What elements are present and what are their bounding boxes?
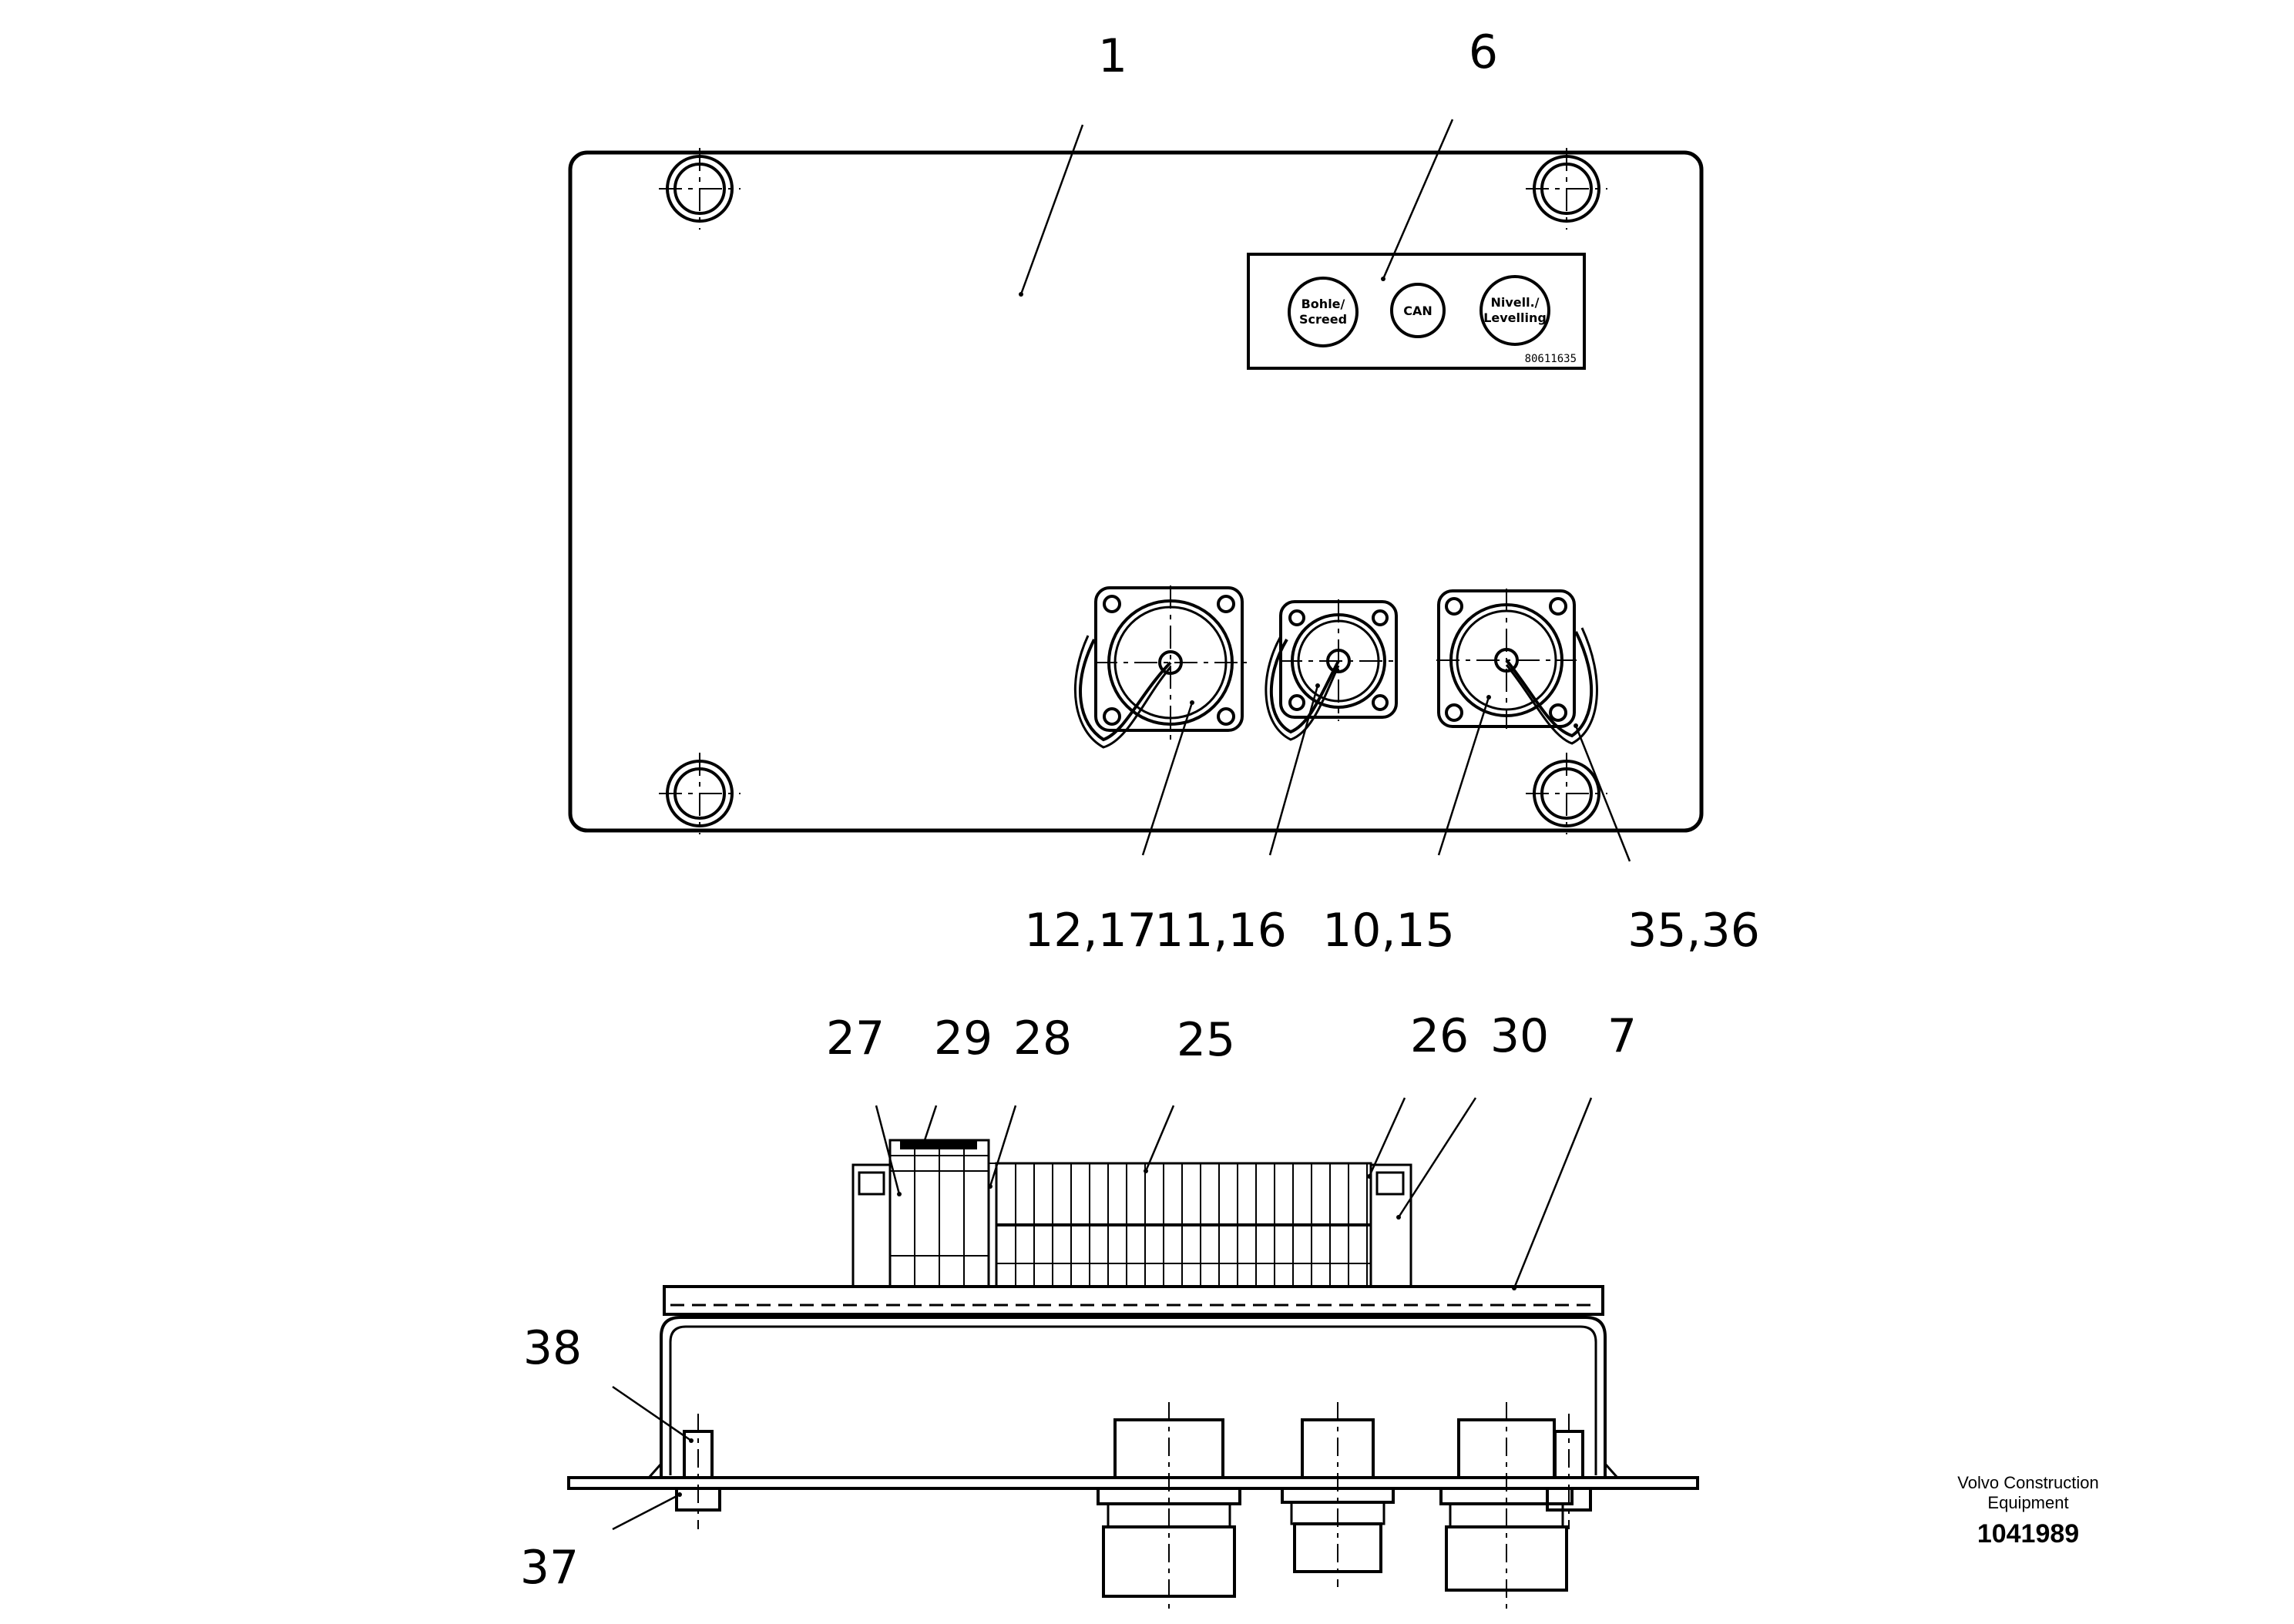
callout-38: 38 — [523, 1321, 582, 1375]
caption-company-line1: Volvo Construction — [1957, 1473, 2098, 1492]
connector-side-12-17 — [1097, 1402, 1241, 1614]
stud-left — [675, 1414, 721, 1529]
caption-drawing-number: 1041989 — [1977, 1519, 2079, 1549]
callout-25: 25 — [1177, 1013, 1235, 1067]
base-plate — [567, 1476, 1699, 1490]
callout-11-16: 11,16 — [1154, 904, 1287, 958]
callout-6: 6 — [1469, 25, 1498, 79]
mounting-hole-bottom-left — [659, 753, 741, 834]
callout-7: 7 — [1607, 1009, 1637, 1063]
connector-11-16 — [1265, 599, 1399, 741]
terminal-blocks — [851, 1139, 1412, 1288]
callout-10-15: 10,15 — [1322, 904, 1455, 958]
callout-29: 29 — [934, 1012, 992, 1065]
callout-35-36: 35,36 — [1627, 904, 1760, 958]
leader-lines-top — [1019, 119, 1631, 862]
caption-block: Volvo Construction Equipment 1041989 — [1957, 1473, 2098, 1549]
label-plate: Bohle/ Screed CAN Nivell./ Levelling 806… — [1247, 253, 1586, 370]
label-levelling-line1: Nivell./ — [1490, 295, 1539, 310]
callout-1: 1 — [1098, 29, 1127, 83]
leader-lines-side — [612, 1097, 1593, 1531]
mounting-hole-bottom-right — [1526, 753, 1607, 834]
caption-company-line2: Equipment — [1987, 1493, 2068, 1512]
label-screed-line2: Screed — [1299, 312, 1347, 327]
top-view: Bohle/ Screed CAN Nivell./ Levelling 806… — [568, 25, 1760, 958]
callout-28: 28 — [1013, 1012, 1072, 1065]
mounting-hole-top-left — [659, 148, 741, 230]
label-can: CAN — [1403, 304, 1432, 318]
label-levelling-line2: Levelling — [1483, 310, 1547, 325]
connector-side-11-16 — [1281, 1402, 1395, 1587]
callout-26: 26 — [1410, 1009, 1469, 1063]
callout-37: 37 — [520, 1541, 579, 1595]
mounting-hole-top-right — [1526, 148, 1607, 230]
label-part-code: 80611635 — [1525, 353, 1577, 365]
callout-30: 30 — [1490, 1009, 1549, 1063]
callout-27: 27 — [826, 1012, 885, 1065]
housing-plate — [568, 150, 1704, 833]
terminal-slats — [1015, 1163, 1368, 1287]
callout-12-17: 12,17 — [1024, 904, 1157, 958]
side-view: 27 29 28 25 26 30 7 38 37 — [520, 1009, 1699, 1614]
label-screed-line1: Bohle/ — [1302, 297, 1345, 311]
connector-12-17 — [1073, 586, 1247, 749]
mounting-bracket — [660, 1316, 1607, 1479]
din-rail-plate — [663, 1285, 1604, 1316]
connector-10-15 — [1436, 589, 1598, 745]
connector-side-10-15 — [1439, 1402, 1574, 1610]
